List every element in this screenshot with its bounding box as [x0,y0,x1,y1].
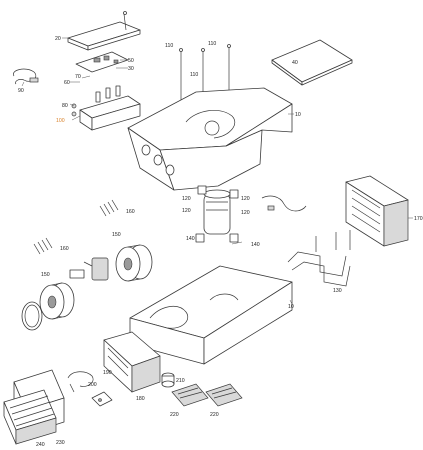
drain-cap [161,372,175,388]
label-220-left: 220 [170,412,179,418]
front-grille-front [3,389,57,445]
label-110-lower: 110 [190,72,198,78]
label-20: 20 [55,36,61,42]
label-190: 190 [103,370,112,376]
refrigerant-tubing [287,230,351,287]
evaporator-coil [103,331,161,393]
label-120-lower-left: 120 [182,208,191,214]
label-30: 30 [128,66,134,72]
label-150-lower: 150 [41,272,50,278]
label-140-right: 140 [251,242,260,248]
label-80: 80 [62,103,68,109]
power-cord [13,68,39,85]
control-box-tray [71,85,141,131]
tie-rods [179,44,231,108]
air-filter-right [205,383,243,407]
blower-wheel-left [39,282,75,320]
drain-fitting [91,391,113,407]
label-240: 240 [36,442,45,448]
air-filter-left [171,383,209,407]
label-230: 230 [56,440,65,446]
label-130: 130 [333,288,342,294]
label-10-upper: 10 [295,112,301,118]
compressor [195,185,239,243]
circuit-board [75,51,129,73]
label-170: 170 [414,216,423,222]
label-50: 50 [128,58,134,64]
label-90: 90 [18,88,24,94]
label-100: 100 [56,118,65,124]
fan-motor [69,257,109,281]
label-120-upper-left: 120 [182,196,191,202]
upper-housing [127,87,293,191]
label-200: 200 [88,382,97,388]
control-box-cover [67,11,141,51]
label-150-upper: 150 [112,232,121,238]
label-160-lower: 160 [60,246,69,252]
leader-lines [21,37,413,305]
condenser-coil [345,175,409,247]
sensor-wire [261,195,307,212]
clips-160a [99,199,119,217]
label-120-lower-right: 120 [241,210,250,216]
label-180: 180 [136,396,145,402]
filter-plate [271,39,353,86]
base-pan [129,265,293,365]
label-220-right: 220 [210,412,219,418]
label-40: 40 [292,60,298,66]
label-110-center: 110 [208,41,216,47]
part-labels: 20 50 30 70 60 90 80 100 110 110 110 10 … [18,36,423,448]
label-160-upper: 160 [126,209,135,215]
label-60: 60 [64,80,70,86]
label-70: 70 [75,74,81,80]
drain-hose [67,371,94,393]
label-140-left: 140 [186,236,195,242]
fan-ring [21,301,43,331]
clips-160b [33,237,53,255]
blower-wheel-right [115,244,153,282]
label-10-lower: 10 [288,304,294,310]
label-210: 210 [176,378,185,384]
label-110-left: 110 [165,43,173,49]
label-120-upper-right: 120 [241,196,250,202]
